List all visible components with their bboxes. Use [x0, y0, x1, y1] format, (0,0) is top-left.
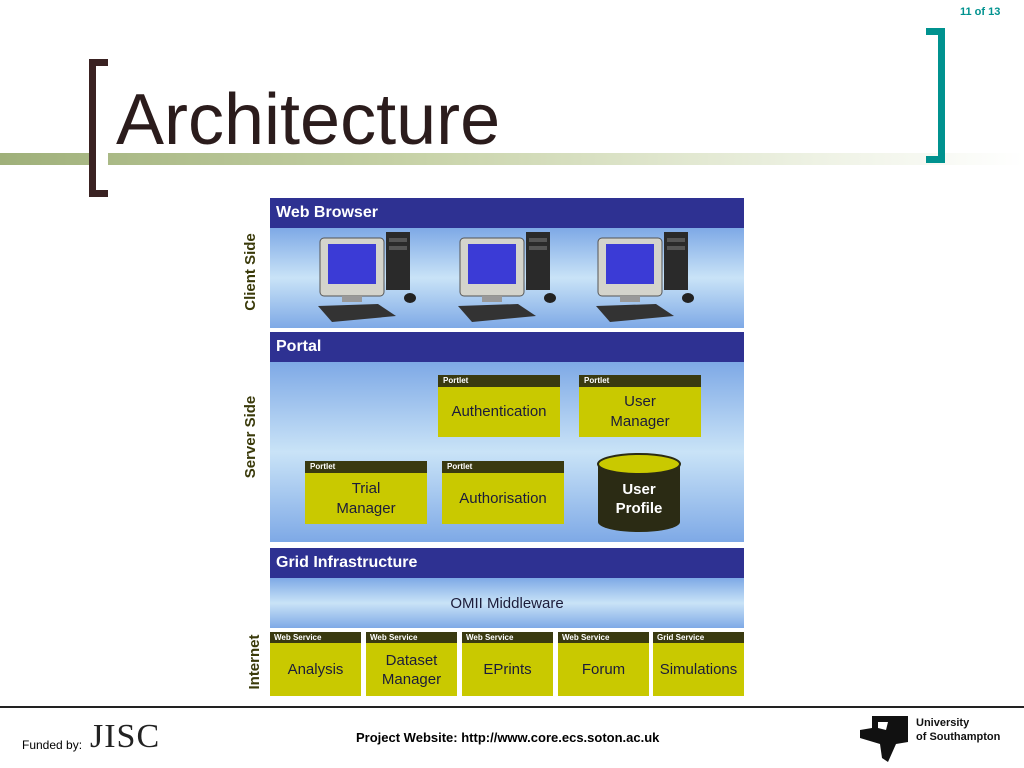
internet-label: Internet: [246, 634, 263, 690]
service-label: Analysis: [287, 661, 344, 678]
portlet-label: User Manager: [610, 393, 670, 430]
left-bracket-decoration: [89, 59, 108, 197]
slide-title: Architecture: [116, 80, 501, 160]
portal-header: Portal: [270, 332, 744, 362]
title-underline-stripe: [0, 153, 1024, 165]
service-tag: Web Service: [462, 632, 553, 643]
grid-infrastructure-header: Grid Infrastructure: [270, 548, 744, 578]
portlet-trial-manager: Portlet Trial Manager: [305, 461, 427, 524]
service-tag: Web Service: [366, 632, 457, 643]
computer-icon: [458, 232, 556, 322]
portlet-label: Authorisation: [459, 489, 547, 507]
portlet-tag: Portlet: [442, 461, 564, 473]
service-forum: Web Service Forum: [558, 632, 649, 696]
client-side-label: Client Side: [242, 233, 259, 311]
service-label: Simulations: [659, 661, 738, 678]
service-analysis: Web Service Analysis: [270, 632, 361, 696]
service-label: Dataset Manager: [381, 651, 442, 688]
service-dataset-manager: Web Service Dataset Manager: [366, 632, 457, 696]
portlet-authorisation: Portlet Authorisation: [442, 461, 564, 524]
portlet-label: Trial Manager: [336, 479, 396, 517]
service-label: EPrints: [483, 661, 532, 678]
service-tag: Web Service: [558, 632, 649, 643]
portlet-tag: Portlet: [305, 461, 427, 473]
university-crest-icon: [860, 716, 908, 762]
footer-divider: [0, 706, 1024, 708]
service-tag: Web Service: [270, 632, 361, 643]
portlet-label: Authentication: [451, 403, 547, 420]
service-simulations: Grid Service Simulations: [653, 632, 744, 696]
service-label: Forum: [581, 661, 626, 678]
service-eprints: Web Service EPrints: [462, 632, 553, 696]
right-bracket-decoration: [926, 28, 945, 163]
slide-number: 11 of 13: [960, 6, 1001, 18]
user-profile-label: User Profile: [615, 481, 663, 517]
portlet-authentication: Portlet Authentication: [438, 375, 560, 437]
client-computers: [318, 232, 694, 322]
service-tag: Grid Service: [653, 632, 744, 643]
web-browser-header: Web Browser: [270, 198, 744, 228]
project-website-link[interactable]: Project Website: http://www.core.ecs.sot…: [356, 730, 660, 745]
portlet-tag: Portlet: [579, 375, 701, 387]
portlet-user-manager: Portlet User Manager: [579, 375, 701, 437]
server-side-label: Server Side: [242, 395, 259, 479]
computer-icon: [318, 232, 416, 322]
jisc-logo: JISC: [90, 718, 161, 755]
middleware-body: OMII Middleware: [270, 578, 744, 628]
funded-by-label: Funded by:: [22, 738, 83, 752]
university-name: University of Southampton: [916, 717, 1001, 743]
computer-icon: [596, 232, 694, 322]
middleware-label: OMII Middleware: [450, 594, 564, 612]
portlet-tag: Portlet: [438, 375, 560, 387]
database-icon: [597, 453, 681, 532]
